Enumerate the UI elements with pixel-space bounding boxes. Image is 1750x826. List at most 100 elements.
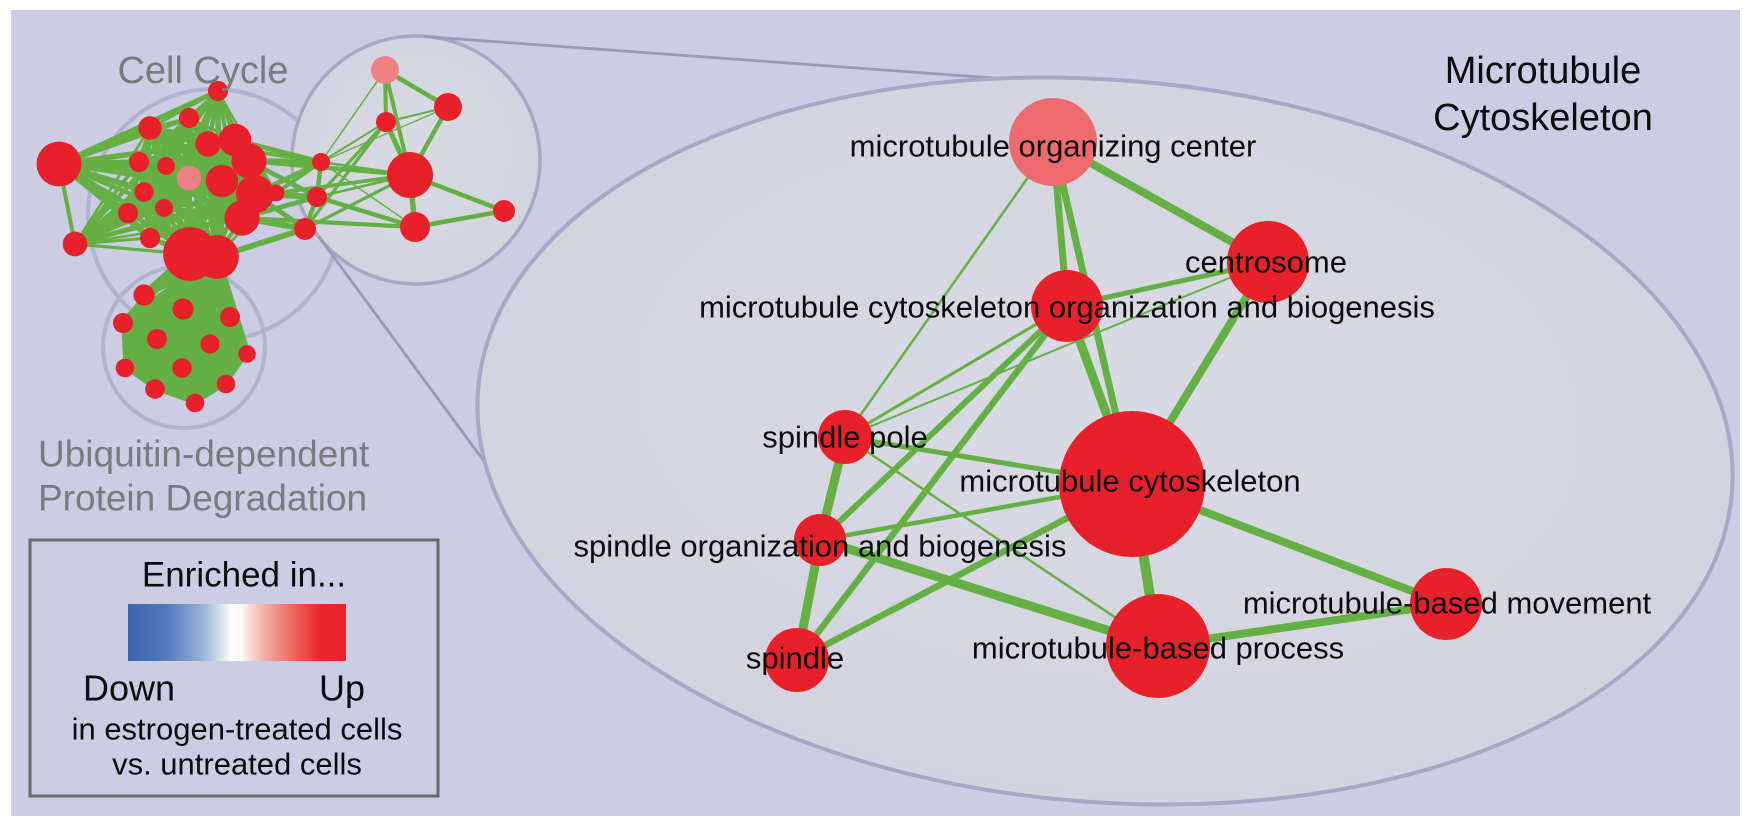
cell-cycle-node: [195, 131, 221, 157]
mini-node-mbp: [400, 212, 430, 242]
node-so: [794, 514, 846, 566]
mini-cluster-edge: [320, 69, 386, 163]
cell-cycle-node: [224, 200, 260, 236]
mini-cluster-edge: [320, 121, 387, 163]
legend-down-label: Down: [83, 668, 175, 709]
mini-cluster-edge: [320, 161, 416, 228]
main-edge-moc-sp: [843, 141, 1055, 438]
legend-gradient-bar: [128, 604, 346, 661]
ubiquitin-edge: [124, 366, 227, 386]
legend-title: Enriched in...: [142, 556, 346, 595]
cell-cycle-node: [128, 151, 150, 173]
ubiquitin-cluster-label-line1: Ubiquitin-dependent: [38, 434, 370, 475]
node-mbp: [1106, 594, 1210, 698]
node-label-moc: microtubule organizing center: [850, 129, 1257, 164]
ubiquitin-node: [185, 393, 205, 413]
main-edge-mbp-sp: [844, 435, 1159, 648]
node-label-mcob: microtubule cytoskeleton organization an…: [699, 290, 1435, 325]
ubiquitin-node: [172, 298, 194, 320]
cell-cycle-cluster-label: Cell Cycle: [117, 50, 288, 92]
cell-cycle-node: [139, 227, 161, 249]
legend: Enriched in... Down Up in estrogen-treat…: [28, 538, 440, 798]
node-cyto: [1059, 411, 1205, 557]
main-edge-mcob-so: [817, 303, 1070, 543]
ubiquitin-node: [238, 345, 256, 363]
main-edge-mcob-sp: [844, 304, 1068, 439]
ubiquitin-node: [200, 334, 220, 354]
legend-caption-line2: vs. untreated cells: [112, 747, 362, 782]
cell-cycle-edge: [138, 89, 219, 164]
cell-cycle-edge: [73, 160, 141, 246]
node-label-mbm: microtubule-based movement: [1243, 586, 1652, 621]
cell-cycle-edge: [73, 127, 152, 245]
cell-cycle-node: [176, 165, 202, 191]
ubiquitin-edge: [122, 315, 231, 325]
mini-node-moc: [371, 56, 399, 84]
node-label-sp: spindle pole: [762, 420, 927, 455]
ubiquitin-edge: [154, 352, 248, 391]
cell-cycle-node: [157, 157, 175, 175]
mini-cluster-edge: [316, 194, 416, 230]
ubiquitin-node: [115, 358, 135, 378]
ubiquitin-node: [113, 313, 133, 333]
cell-cycle-node: [155, 199, 173, 217]
node-cent: [1227, 221, 1309, 303]
node-moc: [1009, 98, 1097, 186]
ubiquitin-node: [147, 329, 167, 349]
cell-cycle-edge: [148, 143, 210, 239]
node-label-cent: centrosome: [1185, 245, 1347, 280]
mini-node-mcob: [376, 112, 396, 132]
node-s: [765, 628, 829, 692]
zoom-tangent-line-2: [317, 236, 488, 465]
node-mbm: [1410, 568, 1482, 640]
ubiquitin-node: [216, 374, 236, 394]
legend-box: [28, 538, 440, 798]
cell-cycle-node: [117, 202, 139, 224]
mini-node-s: [294, 218, 316, 240]
zoom-tangent-line-1: [423, 35, 1091, 87]
cell-cycle-node: [36, 141, 82, 187]
bridge-edge: [241, 215, 416, 230]
main-edge-mcob-s: [794, 304, 1070, 662]
node-label-s: spindle: [746, 641, 844, 676]
ubiquitin-node: [145, 379, 165, 399]
mini-node-sp: [312, 153, 330, 171]
ubiquitin-edge: [154, 382, 227, 391]
cell-cycle-edge: [126, 142, 210, 215]
main-label-layer: microtubule organizing center centrosome m…: [574, 129, 1652, 676]
node-label-cyto: microtubule cytoskeleton: [959, 464, 1300, 499]
ubiquitin-node: [220, 307, 240, 327]
node-label-so: spindle organization and biogenesis: [574, 529, 1067, 564]
ubiquitin-edge: [124, 342, 211, 370]
cell-cycle-node: [231, 143, 267, 179]
node-mcob: [1031, 270, 1103, 342]
mini-node-cyto: [387, 152, 433, 198]
ubiquitin-cluster-label-line2: Protein Degradation: [38, 478, 367, 519]
mini-cluster-edge: [320, 106, 449, 163]
mini-node-so: [307, 187, 327, 207]
cell-cycle-node: [138, 116, 162, 140]
legend-caption-line1: in estrogen-treated cells: [72, 712, 403, 747]
node-sp: [818, 410, 872, 464]
main-node-layer: [765, 98, 1482, 698]
cell-cycle-node: [178, 107, 200, 129]
mini-node-mbm: [493, 200, 515, 222]
mini-cluster-edge: [315, 120, 388, 199]
microtubule-cytoskeleton-title-line2: Cytoskeleton: [1433, 97, 1653, 139]
ubiquitin-node: [133, 284, 155, 306]
microtubule-cytoskeleton-title-line1: Microtubule: [1445, 50, 1641, 92]
cell-cycle-node: [62, 231, 88, 257]
legend-up-label: Up: [319, 668, 365, 709]
cluster-node-layer: [36, 56, 515, 413]
cell-cycle-node: [267, 184, 285, 202]
ubiquitin-edge: [193, 343, 212, 404]
mini-node-cent: [434, 93, 462, 121]
cell-cycle-node: [134, 182, 154, 202]
cell-cycle-node: [207, 80, 229, 102]
cell-cycle-node: [195, 235, 239, 279]
main-edge-cent-sp: [844, 261, 1269, 438]
mini-cluster-edge: [414, 208, 505, 230]
cell-cycle-node: [205, 164, 239, 198]
